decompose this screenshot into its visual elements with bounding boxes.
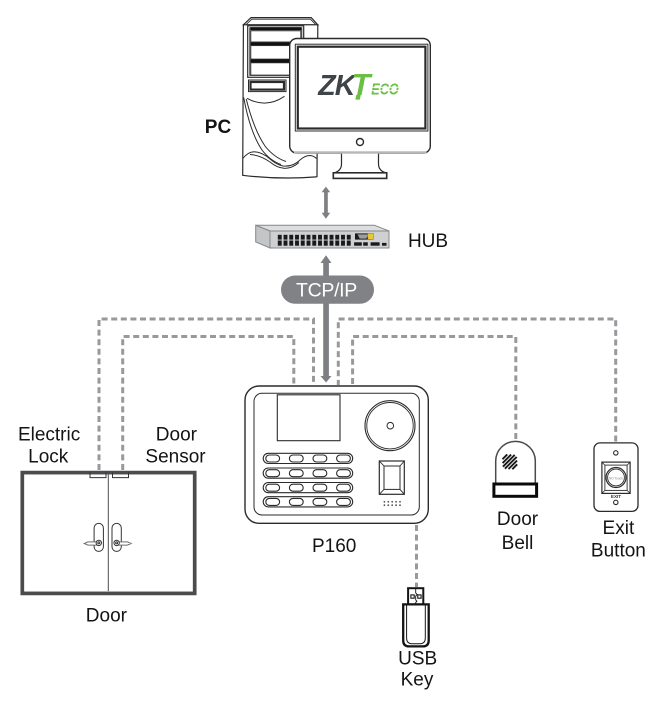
svg-text:Key: Key — [401, 670, 434, 691]
svg-text:TCP/IP: TCP/IP — [296, 280, 357, 302]
svg-text:Electric: Electric — [18, 425, 80, 446]
svg-text:USB: USB — [398, 648, 437, 669]
svg-text:Sensor: Sensor — [145, 446, 206, 467]
svg-text:EXIT: EXIT — [611, 494, 621, 499]
svg-text:Door: Door — [497, 509, 539, 530]
svg-text:NO Touch: NO Touch — [609, 476, 623, 480]
svg-text:T: T — [352, 67, 374, 102]
svg-text:P160: P160 — [312, 536, 356, 557]
svg-text:Door: Door — [86, 605, 128, 626]
svg-text:Bell: Bell — [502, 533, 534, 554]
svg-text:Button: Button — [591, 541, 646, 562]
svg-text:HUB: HUB — [408, 231, 448, 252]
svg-text:Exit: Exit — [603, 518, 635, 539]
svg-text:ZK: ZK — [317, 70, 357, 102]
svg-text:ECO: ECO — [371, 82, 399, 99]
svg-text:Lock: Lock — [28, 446, 69, 467]
svg-text:PC: PC — [205, 117, 232, 138]
svg-text:Door: Door — [156, 425, 198, 446]
